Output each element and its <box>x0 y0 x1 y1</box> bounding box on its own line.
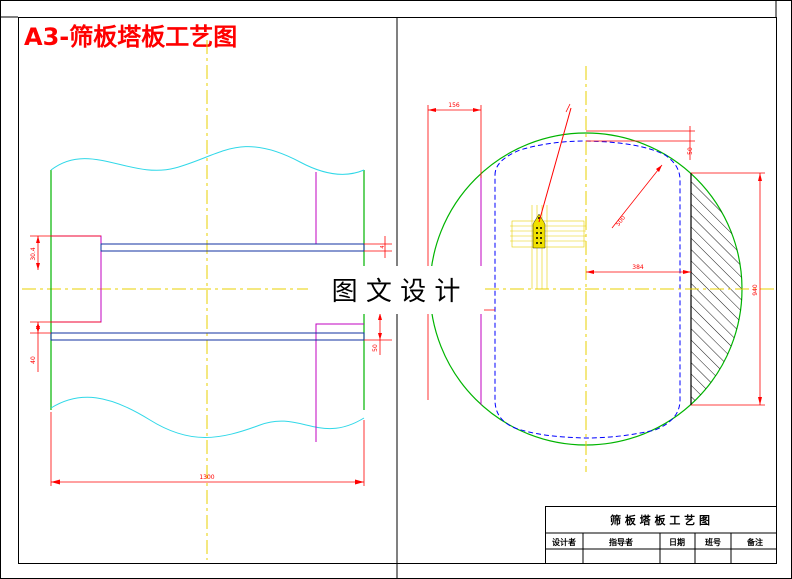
sieve-hole-cluster <box>510 205 586 289</box>
dim-right-upper-text: 4 <box>380 245 386 248</box>
watermark-text: 图 文 设 计 <box>332 277 461 307</box>
hole-leader-tick <box>565 103 571 113</box>
title-block: 筛 板 塔 板 工 艺 图 设计者 指导者 日期 班号 备注 <box>545 506 777 564</box>
dim-arrow <box>51 479 60 485</box>
dim-left-upper-text: 30.4 <box>30 247 37 261</box>
watermark: 图 文 设 计 <box>308 266 484 314</box>
title-block-class-no: 班号 <box>705 537 721 547</box>
sheet-title: A3-筛板塔板工艺图 <box>24 23 237 51</box>
title-block-border <box>545 506 777 564</box>
dim-arrow <box>586 270 594 274</box>
left-lower-tray-plate <box>50 332 365 341</box>
title-block-instructor: 指导者 <box>609 537 633 547</box>
title-block-remarks: 备注 <box>746 537 763 547</box>
dim-chord-text: 940 <box>752 284 759 296</box>
dim-right-lower-text: 50 <box>372 344 379 352</box>
dim-arrow <box>378 313 382 320</box>
dim-radius-line <box>611 164 663 229</box>
watermark-background <box>308 266 484 314</box>
title-block-designer: 设计者 <box>552 537 576 547</box>
hole-leader-line <box>538 107 572 223</box>
dim-arrow <box>36 236 40 243</box>
left-upper-tray-plate <box>100 243 365 252</box>
dim-arrow <box>428 108 436 112</box>
left-break-line-top <box>50 146 365 175</box>
title-block-name: 筛 板 塔 板 工 艺 图 <box>610 513 710 527</box>
dim-arrow <box>355 479 364 485</box>
active-area-outline <box>494 140 681 439</box>
dim-arrow <box>36 326 40 333</box>
title-block-date: 日期 <box>669 537 685 547</box>
dim-arrow <box>758 397 762 405</box>
left-break-line-bottom <box>50 396 365 438</box>
dim-left-lower-text: 40 <box>30 356 37 364</box>
dim-arrow <box>656 165 662 172</box>
dim-top-left-text: 156 <box>448 102 460 109</box>
dim-top-right-text: 50 <box>687 147 694 155</box>
dim-arrow <box>683 270 691 274</box>
dim-center-right-text: 384 <box>632 264 644 271</box>
left-outlet-weir <box>315 323 364 442</box>
dim-arrow <box>758 173 762 181</box>
dim-arrow <box>378 333 382 340</box>
dim-arrow <box>36 263 40 270</box>
dim-radius-text: 500 <box>615 214 628 227</box>
dim-width-text: 1300 <box>199 474 214 481</box>
dim-arrow <box>473 108 481 112</box>
left-inlet-weir <box>51 235 102 323</box>
